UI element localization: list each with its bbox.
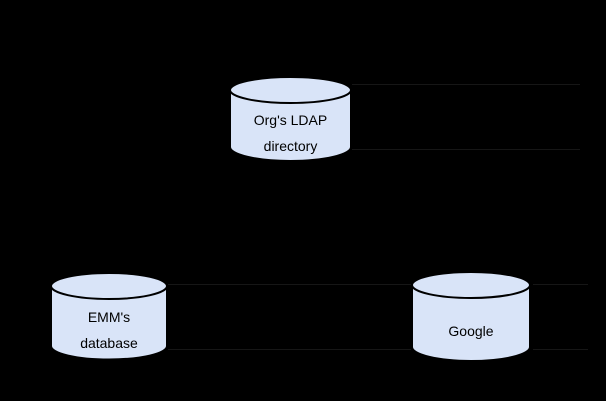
faint-connector-line-ldap-lower [352, 149, 580, 150]
faint-connector-line-google-right-lower [533, 349, 588, 350]
database-cylinder-icon [411, 271, 531, 362]
faint-connector-line-emm-google-upper [168, 284, 411, 285]
node-orgs-ldap-directory: Org's LDAP directory [229, 76, 352, 162]
database-cylinder-icon [50, 272, 168, 360]
cylinder-top-ellipse [411, 271, 531, 299]
faint-connector-line-emm-google-lower [168, 349, 411, 350]
faint-connector-line-google-right-upper [533, 284, 588, 285]
database-cylinder-icon [229, 76, 352, 162]
node-emms-database: EMM's database [50, 272, 168, 360]
cylinder-body [411, 284, 531, 362]
cylinder-top-ellipse [50, 272, 168, 300]
cylinder-top-ellipse [229, 76, 352, 104]
node-google: Google [411, 271, 531, 362]
faint-connector-line-ldap-upper [352, 84, 580, 85]
cylinder-body [50, 285, 168, 360]
cylinder-body [229, 89, 352, 162]
